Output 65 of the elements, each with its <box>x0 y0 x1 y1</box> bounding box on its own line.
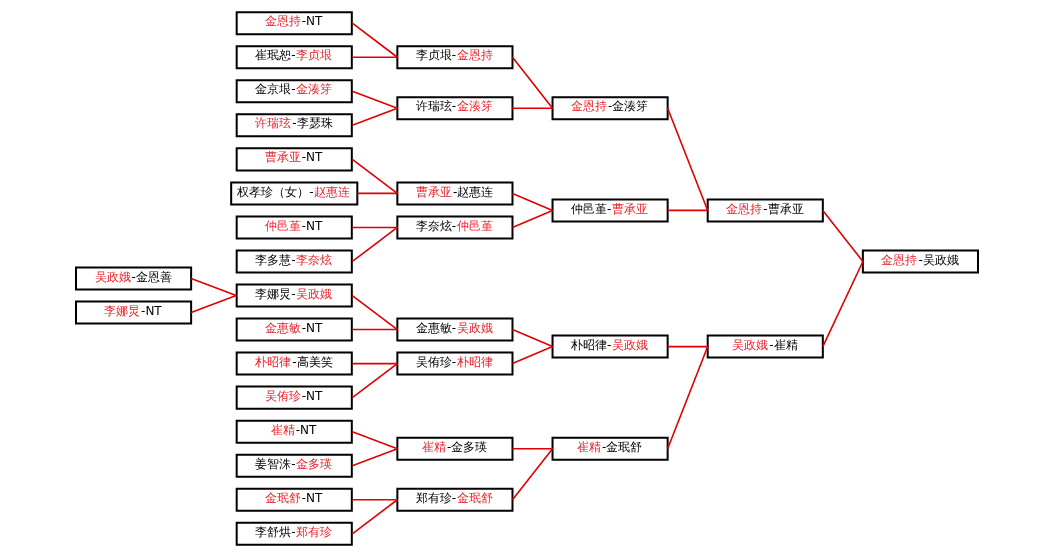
connector <box>351 328 398 331</box>
connector <box>511 107 553 110</box>
node-box: 吴侑珍-朴昭律 <box>395 351 513 376</box>
connector <box>351 498 398 501</box>
connector <box>351 107 398 127</box>
node-box: 李娜炅-吴政娥 <box>235 283 353 308</box>
connector <box>351 294 398 331</box>
node-box: 金恩持-NT <box>235 11 353 36</box>
node-box: 金京垠-金湊笌 <box>235 79 353 104</box>
connector <box>821 260 864 348</box>
connector <box>821 209 864 263</box>
node-box: 金珉舒-NT <box>235 487 353 512</box>
connector <box>189 277 237 297</box>
node-box: 曹承亚-NT <box>235 147 353 172</box>
node-box: 崔珉恕-李贞垠 <box>235 45 353 70</box>
node-box: 金恩持-曹承亚 <box>706 198 824 223</box>
node-box: 朴昭律-吴政娥 <box>551 334 669 359</box>
connector <box>351 56 398 59</box>
connector <box>666 107 708 212</box>
node-box: 许瑞玹-金湊笌 <box>395 96 513 121</box>
node-box: 崔精-金珉舒 <box>551 436 669 461</box>
connector <box>511 192 553 212</box>
connector <box>351 226 398 263</box>
node-box: 李奈炫-仲邑堇 <box>395 215 513 240</box>
node-box: 吴政娥-崔精 <box>706 334 824 359</box>
connector <box>356 192 398 195</box>
connector <box>511 209 553 229</box>
node-box: 姜智洙-金多瑛 <box>235 453 353 478</box>
node-box: 朴昭律-高美笑 <box>235 351 353 376</box>
connector <box>189 294 237 314</box>
connector <box>351 430 398 450</box>
node-box: 崔精-金多瑛 <box>395 436 513 461</box>
node-box: 金恩持-吴政娥 <box>861 249 979 274</box>
connector <box>511 447 553 501</box>
connector <box>511 345 553 365</box>
connector <box>666 209 708 212</box>
node-box: 仲邑堇-曹承亚 <box>551 198 669 223</box>
connector <box>351 362 398 399</box>
node-box: 金惠敏-NT <box>235 317 353 342</box>
node-box: 吴政娥-金恩善 <box>74 266 192 291</box>
node-box: 曹承亚-赵惠连 <box>395 181 513 206</box>
node-box: 崔精-NT <box>235 419 353 444</box>
connector <box>666 345 708 450</box>
connector <box>351 362 398 365</box>
connector <box>351 447 398 467</box>
node-box: 仲邑堇-NT <box>235 215 353 240</box>
connector <box>666 345 708 348</box>
node-box: 李贞垠-金恩持 <box>395 45 513 70</box>
connector <box>351 226 398 229</box>
connector <box>511 447 553 450</box>
connector <box>511 328 553 348</box>
node-box: 李舒烘-郑有珍 <box>235 521 353 546</box>
connector <box>351 498 398 535</box>
connector <box>351 22 398 59</box>
node-box: 许瑞玹-李瑟珠 <box>235 113 353 138</box>
node-box: 金恩持-金湊笌 <box>551 96 669 121</box>
connector <box>511 56 553 110</box>
node-box: 金惠敏-吴政娥 <box>395 317 513 342</box>
node-box: 李娜炅-NT <box>74 300 192 325</box>
connector <box>351 90 398 110</box>
node-box: 权孝珍（女）-赵惠连 <box>229 181 358 206</box>
node-box: 吴侑珍-NT <box>235 385 353 410</box>
node-box: 李多慧-李奈炫 <box>235 249 353 274</box>
node-box: 郑有珍-金珉舒 <box>395 487 513 512</box>
connector <box>351 158 398 195</box>
